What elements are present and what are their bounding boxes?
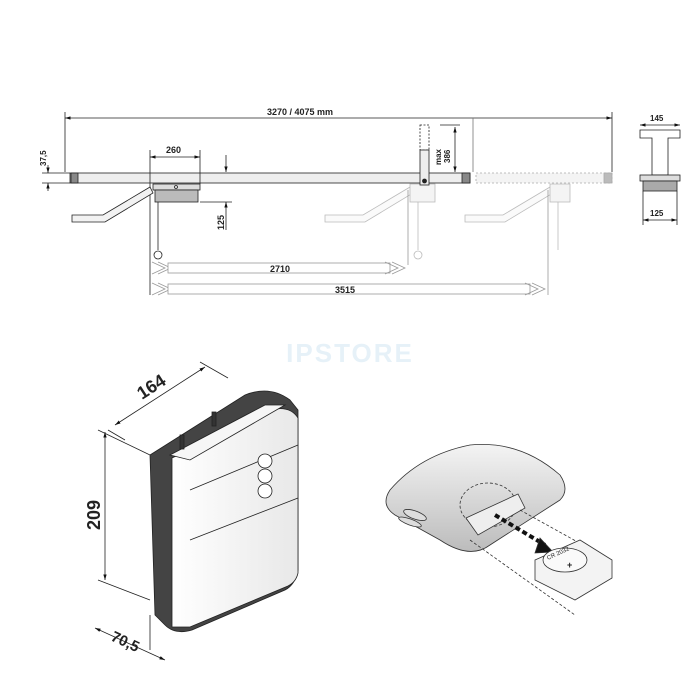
box-width-label: 164 <box>133 370 169 403</box>
motor-height-label: 125 <box>216 215 226 230</box>
motor-head <box>152 183 201 191</box>
box-height-label: 209 <box>84 500 104 530</box>
box-depth-label: 70,5 <box>108 628 142 656</box>
motor-body <box>154 189 199 203</box>
ceiling-bracket <box>419 149 430 186</box>
control-box-drawing <box>94 361 299 661</box>
opener-rail-drawing <box>42 112 681 296</box>
travel-short-label: 2710 <box>270 264 290 274</box>
rail-height-label: 37,5 <box>39 150 48 166</box>
profile-width-label: 145 <box>650 114 664 123</box>
bracket-max-value: 386 <box>443 149 452 163</box>
remote-housing <box>385 444 566 552</box>
bracket-max-label: max <box>434 148 443 165</box>
profile-bottom-width-label: 125 <box>650 209 664 218</box>
remote-battery-drawing <box>385 444 613 616</box>
motor-width-label: 260 <box>166 145 181 155</box>
coin-battery <box>542 547 588 573</box>
battery-polarity: + <box>567 560 572 570</box>
travel-long-label: 3515 <box>335 285 355 295</box>
watermark: IPSTORE <box>286 338 414 368</box>
total-length-label: 3270 / 4075 mm <box>267 107 333 117</box>
rail-profile <box>639 129 681 176</box>
rail-extension <box>475 172 613 184</box>
rail <box>69 172 471 184</box>
